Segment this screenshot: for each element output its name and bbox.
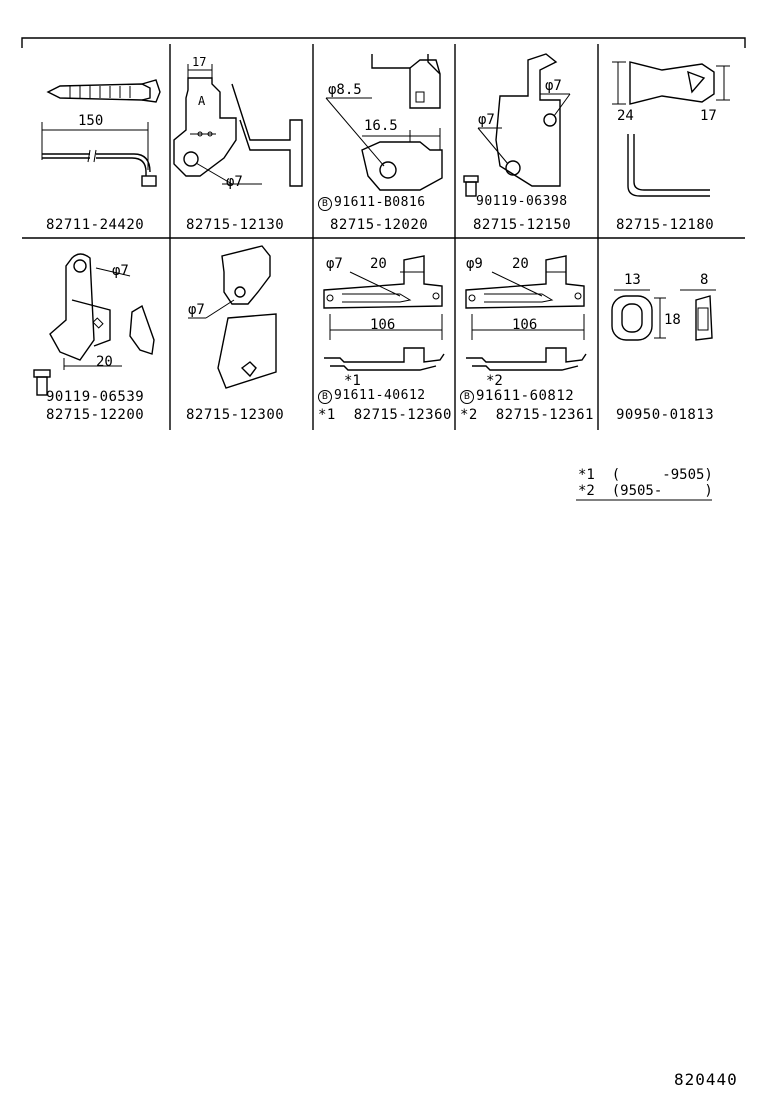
dim-hole-label: φ7 [326,256,343,272]
diagram-code: 820440 [674,1070,738,1089]
dim-hole-label: φ7 [188,302,205,318]
dim-top-label: 20 [370,256,387,272]
clamp-82711-24420-drawing [41,79,161,187]
dim-hole-label: φ9 [466,256,483,272]
part-number-82715-12360: *1 82715-12360 [318,407,452,423]
bracket-82715-12130-drawing [173,64,303,187]
part-number-90950-01813: 90950-01813 [616,407,715,423]
bolt-marker-icon: B [460,390,474,404]
bolt-marker-icon: B [318,390,332,404]
part-number-82715-12300: 82715-12300 [186,407,285,423]
dim-hole-label: φ7 [226,174,243,190]
dim-top-label: 20 [512,256,529,272]
bolt-part-number: 90119-06539 [46,389,145,405]
part-number-82715-12130: 82715-12130 [186,217,285,233]
part-number-82715-12180: 82715-12180 [616,217,715,233]
dim-offset-label: 16.5 [364,118,398,134]
variant-note-2: *2 (9505- ) [578,483,713,499]
bolt-part-number: 91611-40612 [334,388,426,403]
bolt-part-number: 90119-06398 [476,194,568,209]
bracket-82715-12300-drawing [188,245,277,389]
bolt-marker-icon: B [318,197,332,211]
dim-length-label: 106 [512,317,538,333]
part-number-82715-12020: 82715-12020 [330,217,429,233]
part-number-82715-12361: *2 82715-12361 [460,407,594,423]
tab-82715-12180-drawing [612,61,730,197]
dim-hole-label: φ7 [112,263,129,279]
bolt-part-number: 91611-60812 [476,388,575,404]
dim-hole-label: φ7 [545,78,562,94]
dim-length-label: 106 [370,317,396,333]
dim-width-label: 17 [192,55,207,69]
dim-hole-label: φ8.5 [328,82,362,98]
bracket-82715-12150-drawing [463,53,571,197]
grommet-90950-01813-drawing [611,289,716,341]
variant-mark-label: *1 [344,373,361,389]
part-mark-label: A [198,94,206,108]
part-number-82715-12150: 82715-12150 [473,217,572,233]
dim-b-label: 8 [700,272,709,288]
bracket-82715-12200-drawing [33,253,155,396]
dim-c-label: 18 [664,312,681,328]
part-number-82711-24420: 82711-24420 [46,217,145,233]
dim-a-label: 13 [624,272,641,288]
plate-82715-12361-drawing [465,255,587,371]
dim-b-label: 17 [700,108,717,124]
variant-mark-label: *2 [486,373,503,389]
dim-a-label: 24 [617,108,634,124]
bolt-part-number: 91611-B0816 [334,195,426,210]
part-number-82715-12200: 82715-12200 [46,407,145,423]
bracket-82715-12020-drawing [325,54,443,191]
variant-note-1: *1 ( -9505) [578,467,713,483]
dim-length-label: 150 [78,113,104,129]
dim-hole-label: φ7 [478,112,495,128]
plate-82715-12360-drawing [323,255,445,371]
dim-offset-label: 20 [96,354,113,370]
